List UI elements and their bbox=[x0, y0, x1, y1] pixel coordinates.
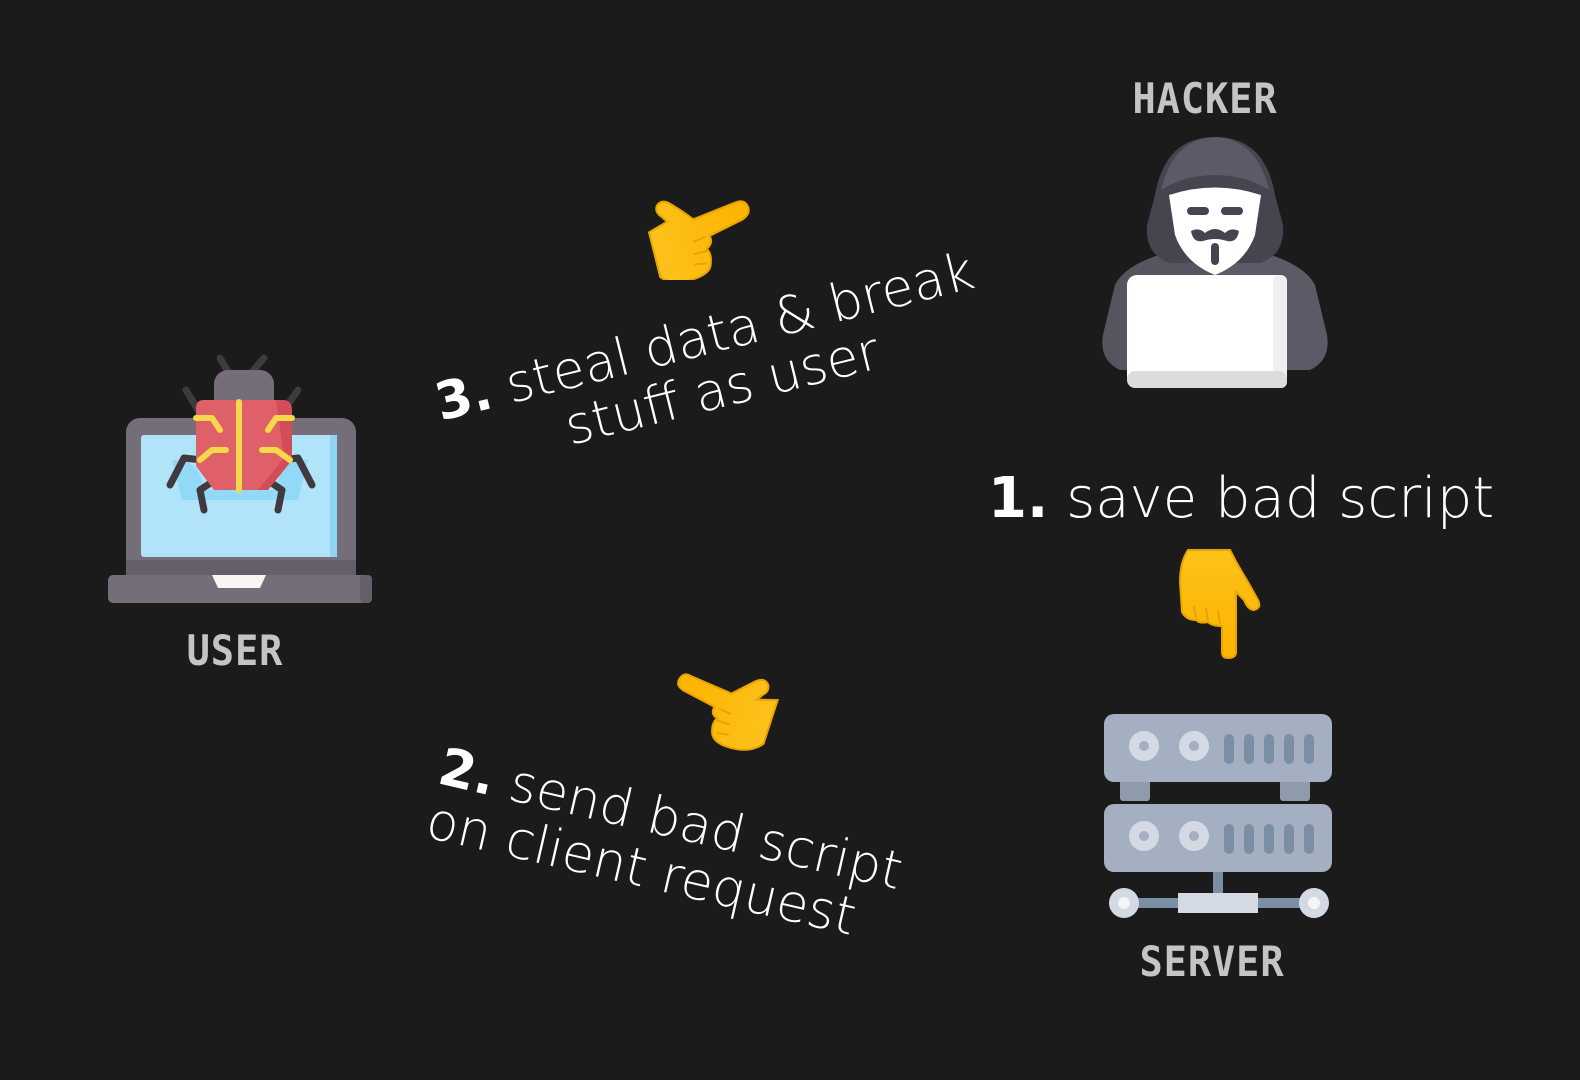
hooded-hacker-laptop-icon bbox=[1102, 137, 1328, 388]
server-label: SERVER bbox=[1139, 937, 1285, 986]
pointing-right-hand-icon bbox=[647, 200, 750, 280]
server-rack-icon bbox=[1104, 714, 1332, 918]
pointing-left-hand-icon bbox=[677, 673, 780, 751]
step-3-text: 3. steal data & break stuff as user bbox=[429, 241, 993, 484]
laptop-bug-icon bbox=[108, 354, 372, 603]
hacker-label: HACKER bbox=[1132, 74, 1278, 123]
user-label: USER bbox=[186, 626, 284, 675]
step-2-text: 2. send bad script on client request bbox=[421, 737, 908, 953]
step-1-line-1: save bad script bbox=[1066, 466, 1495, 531]
pointing-down-hand-icon bbox=[1178, 549, 1261, 660]
step-1-number: 1. bbox=[988, 466, 1049, 531]
step-1-text: 1. save bad script bbox=[988, 469, 1494, 529]
